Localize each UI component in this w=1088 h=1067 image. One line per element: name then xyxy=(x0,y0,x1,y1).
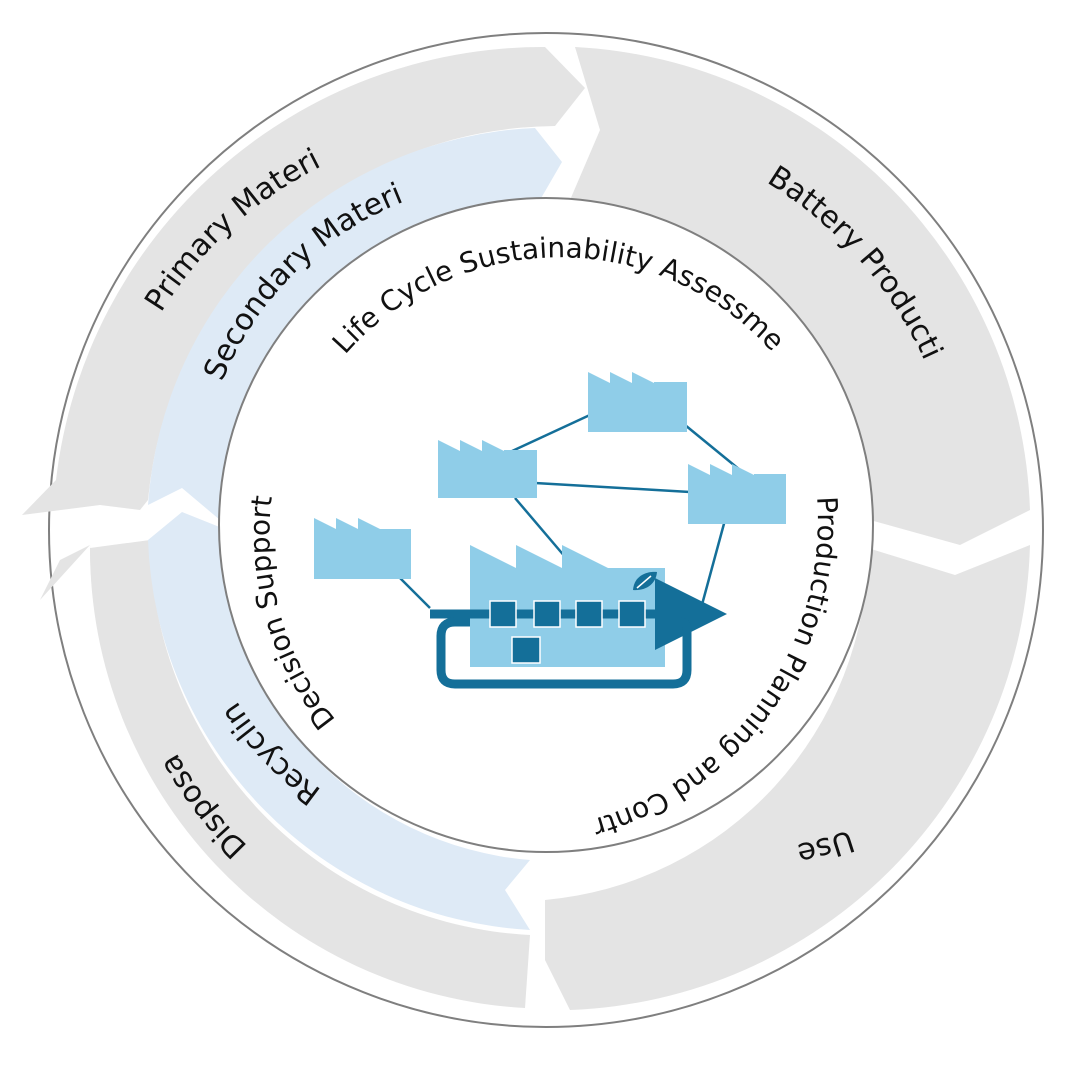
process-step-icon xyxy=(533,600,561,628)
arrow-recycling xyxy=(148,512,530,930)
process-step-icon xyxy=(511,636,541,664)
leaf-icon xyxy=(633,571,657,591)
process-step-icon xyxy=(575,600,603,628)
factory-icon xyxy=(688,464,786,524)
factory-icon xyxy=(438,440,537,498)
process-flow xyxy=(430,578,727,689)
outer-ring xyxy=(48,32,1044,1028)
arrow-primary-materials xyxy=(22,46,585,515)
arrow-use xyxy=(545,545,1030,1010)
factory-icon xyxy=(314,518,411,579)
arrow-battery-production xyxy=(570,47,1030,545)
process-step-icon xyxy=(489,600,517,628)
inner-ring xyxy=(218,197,874,853)
process-step-icon xyxy=(618,600,646,628)
arrow-disposal-body xyxy=(89,540,530,1008)
arrow-secondary-materials xyxy=(148,128,562,520)
factory-icon xyxy=(588,372,687,432)
